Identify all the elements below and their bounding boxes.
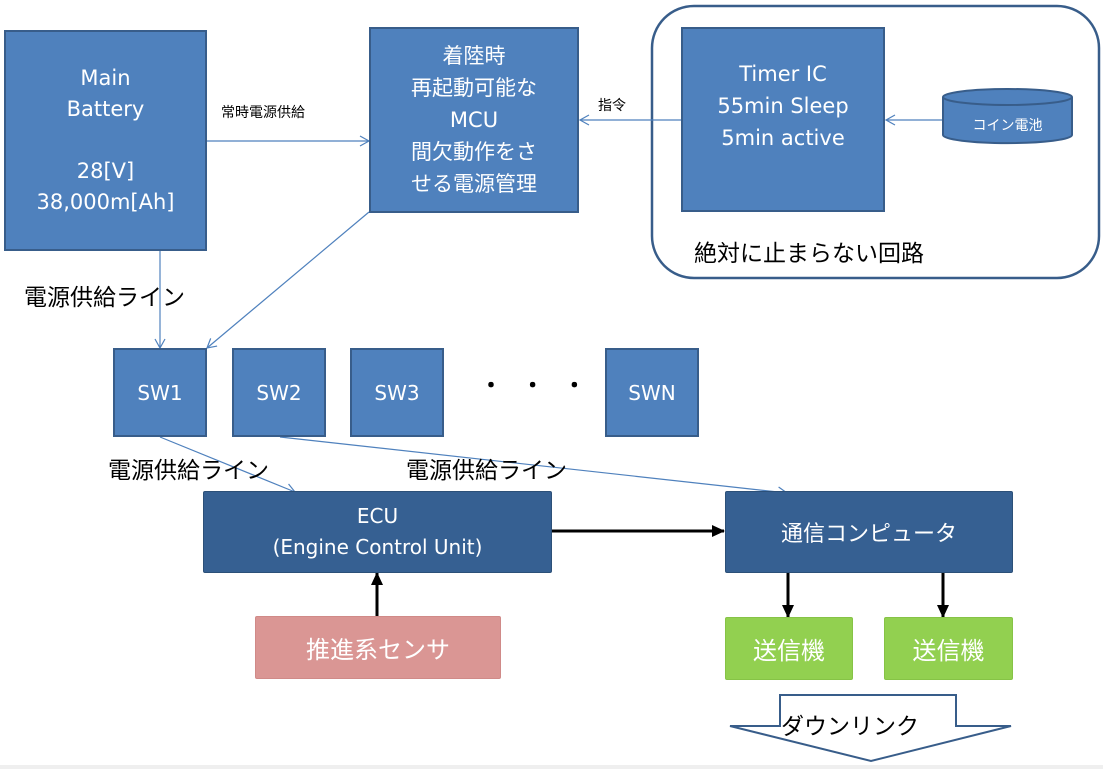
label-command: 指令: [598, 98, 626, 114]
ecu-title: ECU: [356, 504, 399, 528]
comm-computer-label: 通信コンピュータ: [780, 522, 957, 547]
comm-computer-box: 通信コンピュータ: [725, 491, 1013, 573]
always-on-group-label: 絶対に止まらない回路: [694, 241, 924, 267]
propulsion-sensor-box: 推進系センサ: [255, 616, 501, 679]
switch-swn: SWN: [605, 348, 699, 437]
main-battery-title-line1: Main: [80, 66, 131, 90]
always-on-group-frame: [650, 4, 1101, 280]
downlink-arrow-shape: [729, 694, 1012, 763]
mcu-line-5: せる電源管理: [411, 172, 537, 196]
propulsion-sensor-label: 推進系センサ: [306, 636, 450, 664]
connector-sw1-to-ecu: [159, 436, 297, 494]
main-battery-capacity: 38,000m[Ah]: [36, 190, 175, 214]
background-grid-strip: [0, 765, 1103, 769]
connector-mcu-to-sw1: [206, 211, 370, 349]
switch-swn-label: SWN: [628, 380, 676, 405]
mcu-box: 着陸時 再起動可能な MCU 間欠動作をさ せる電源管理: [369, 27, 579, 213]
timer-ic-sleep: 55min Sleep: [717, 93, 849, 118]
transmitter-1: 送信機: [725, 617, 853, 680]
switch-sw1-label: SW1: [137, 380, 183, 405]
switch-sw3-label: SW3: [374, 380, 420, 405]
timer-ic-active: 5min active: [721, 125, 845, 150]
ecu-box: ECU (Engine Control Unit): [203, 491, 552, 573]
coin-battery-shape: [942, 88, 1073, 145]
transmitter-2-label: 送信機: [912, 637, 985, 665]
label-power-line-sw2: 電源供給ライン: [406, 458, 567, 484]
mcu-line-2: 再起動可能な: [411, 76, 537, 100]
downlink-label: ダウンリンク: [781, 714, 919, 740]
mcu-line-4: 間欠動作をさ: [411, 140, 537, 164]
timer-ic-title: Timer IC: [739, 61, 827, 86]
ecu-subtitle: (Engine Control Unit): [272, 535, 483, 559]
coin-battery-label: コイン電池: [972, 118, 1043, 134]
main-battery-title-line2: Battery: [66, 97, 145, 121]
switch-ellipsis: ・ ・ ・: [480, 374, 592, 399]
timer-ic-box: Timer IC 55min Sleep 5min active: [681, 27, 885, 212]
connector-sw2-to-comm: [279, 436, 789, 498]
main-battery-voltage: 28[V]: [76, 159, 135, 183]
switch-sw1: SW1: [113, 348, 207, 437]
switch-sw2-label: SW2: [256, 380, 302, 405]
transmitter-1-label: 送信機: [753, 637, 825, 665]
label-power-line-sw1: 電源供給ライン: [108, 458, 269, 484]
main-battery-box: Main Battery 28[V] 38,000m[Ah]: [4, 30, 207, 251]
label-constant-power: 常時電源供給: [221, 105, 305, 121]
mcu-line-1: 着陸時: [442, 44, 506, 68]
switch-sw2: SW2: [232, 348, 326, 437]
label-power-line-main: 電源供給ライン: [24, 285, 185, 311]
transmitter-2: 送信機: [884, 617, 1013, 680]
switch-sw3: SW3: [350, 348, 444, 437]
mcu-line-3: MCU: [449, 108, 499, 132]
